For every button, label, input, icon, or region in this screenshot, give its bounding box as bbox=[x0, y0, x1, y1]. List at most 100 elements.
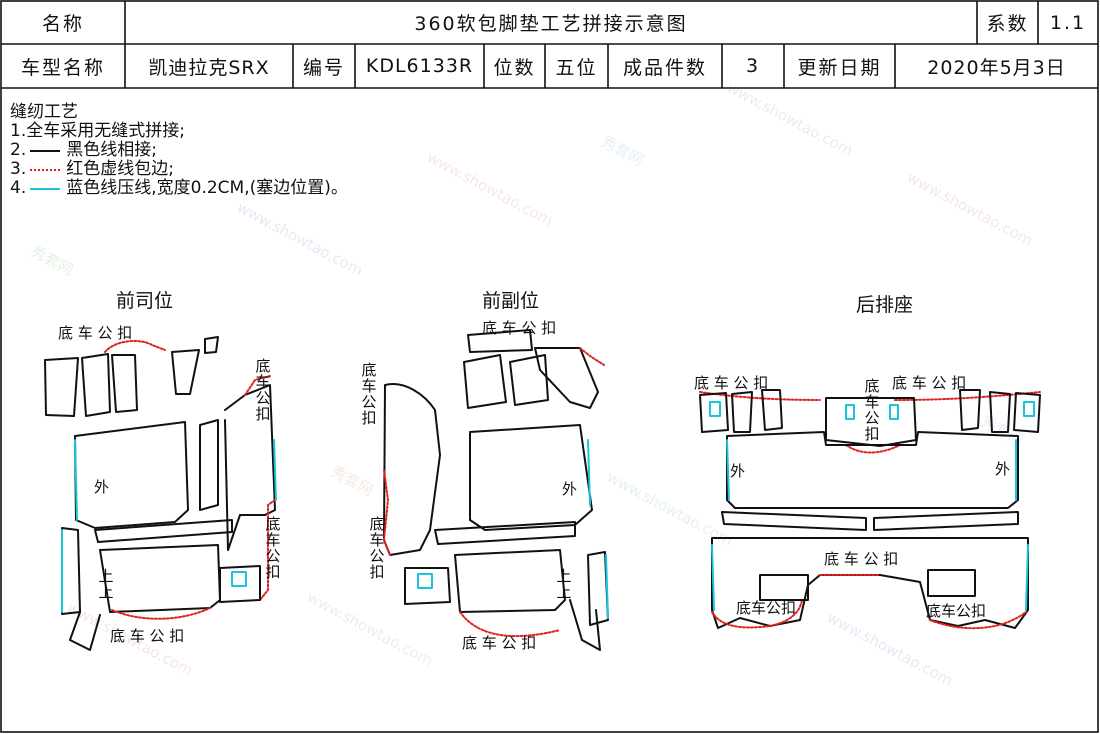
driver-piece-triangle bbox=[171, 349, 200, 395]
driver-right-lower-label: 底车公扣 bbox=[265, 515, 281, 581]
note-prefix: 4. bbox=[10, 178, 27, 198]
seat-label: 位数 bbox=[493, 56, 536, 79]
rear-main-floor bbox=[726, 431, 1019, 509]
driver-heel-bottom-red bbox=[111, 607, 211, 620]
passenger-left-pillar bbox=[383, 383, 441, 556]
rear-lower-floor bbox=[711, 537, 1029, 629]
driver-top-right-piece bbox=[204, 336, 219, 354]
rear-main-floor-left-cyan bbox=[726, 439, 730, 501]
rear-upper-right-2 bbox=[989, 391, 1011, 433]
driver-right-pillar-redtop bbox=[244, 375, 271, 396]
driver-right-pillar bbox=[224, 384, 276, 551]
driver-section-title: 前司位 bbox=[116, 290, 174, 312]
rear-outer-left-label: 外 bbox=[730, 462, 746, 480]
rear-upper-left-3 bbox=[761, 389, 783, 431]
rear-lower-left-cyan bbox=[711, 544, 715, 611]
note-prefix: 2. bbox=[10, 140, 27, 160]
passenger-top-tab bbox=[467, 329, 533, 353]
driver-heel-piece bbox=[99, 544, 221, 613]
notes-title: 缝纫工艺 bbox=[10, 102, 78, 122]
driver-bottom-label: 底 车 公 扣 bbox=[110, 627, 185, 645]
rear-cyan-insert-mid-1 bbox=[845, 404, 855, 420]
note-text: 黑色线相接; bbox=[66, 140, 157, 160]
coef-label: 系数 bbox=[986, 13, 1029, 35]
note-item: 3. 红色虚线包边; bbox=[10, 160, 348, 179]
code-label: 编号 bbox=[302, 56, 345, 79]
passenger-right-bottom bbox=[569, 599, 601, 651]
note-text: 红色虚线包边; bbox=[66, 159, 174, 179]
coef-value: 1.1 bbox=[1049, 11, 1087, 34]
passenger-left-upper-label: 底车公扣 bbox=[361, 361, 377, 427]
rear-outer-right-label: 外 bbox=[995, 460, 1011, 478]
rear-bottom-left-label: 底车公扣 bbox=[736, 599, 797, 617]
rear-upper-left-1 bbox=[699, 392, 729, 433]
rear-top-right-label: 底 车 公 扣 bbox=[892, 374, 967, 392]
count-label: 成品件数 bbox=[622, 56, 707, 79]
seat-value: 五位 bbox=[555, 56, 598, 79]
red-dotted-swatch bbox=[30, 168, 61, 171]
note-text: 蓝色线压线,宽度0.2CM,(塞边位置)。 bbox=[66, 178, 348, 198]
driver-top-label: 底 车 公 扣 bbox=[58, 324, 133, 342]
passenger-outer-label: 外 bbox=[562, 480, 578, 498]
passenger-section-title: 前副位 bbox=[482, 290, 540, 312]
rear-upper-right-3 bbox=[1013, 392, 1041, 433]
passenger-mat-pieces bbox=[383, 329, 609, 651]
rear-mat-pieces bbox=[699, 389, 1041, 630]
rear-cyan-insert-right bbox=[1023, 401, 1035, 417]
date-label: 更新日期 bbox=[797, 56, 882, 79]
rear-bottom-right-label: 底车公扣 bbox=[926, 602, 987, 620]
passenger-right-side-cyan bbox=[605, 554, 609, 619]
code-value: KDL6133R bbox=[365, 55, 474, 77]
rear-lower-bottom-right-red bbox=[929, 611, 1027, 630]
rear-bottom-mid-label: 底 车 公 扣 bbox=[824, 550, 899, 568]
driver-outer-label: 外 bbox=[94, 478, 110, 496]
passenger-left-lower-label: 底车公扣 bbox=[369, 515, 385, 581]
passenger-right-side bbox=[587, 551, 609, 626]
passenger-left-pillar-red bbox=[383, 469, 391, 556]
driver-piece-tall-2 bbox=[111, 354, 138, 413]
rear-strip-left bbox=[721, 511, 867, 531]
driver-mat-pieces bbox=[44, 336, 277, 651]
rear-lower-left-tab bbox=[759, 574, 809, 601]
passenger-upper-2 bbox=[509, 354, 549, 406]
driver-right-pillar-redside bbox=[259, 499, 276, 601]
driver-center-rail bbox=[199, 419, 219, 511]
passenger-heel-piece bbox=[454, 549, 566, 613]
driver-heel-left-bottom bbox=[69, 611, 101, 651]
driver-main-floor-left-edge bbox=[74, 439, 78, 521]
passenger-small-block bbox=[404, 567, 451, 605]
driver-main-floor bbox=[74, 421, 189, 529]
passenger-cross-strip bbox=[434, 521, 576, 545]
passenger-cyan-insert bbox=[417, 573, 433, 589]
model-value: 凯迪拉克SRX bbox=[148, 56, 270, 79]
note-item: 1. 全车采用无缝式拼接; bbox=[10, 122, 348, 141]
driver-small-block bbox=[219, 565, 261, 603]
passenger-small-label: 上上 bbox=[556, 567, 572, 601]
passenger-right-red-top bbox=[579, 347, 605, 366]
drawing-title: 360软包脚垫工艺拼接示意图 bbox=[414, 13, 688, 35]
rear-upper-left-2 bbox=[731, 391, 753, 433]
rear-lower-right-cyan bbox=[1025, 544, 1029, 611]
passenger-main-floor-right-cyan bbox=[587, 439, 591, 506]
black-line-swatch bbox=[30, 149, 61, 152]
rear-strip-right bbox=[873, 511, 1019, 531]
note-prefix: 1. bbox=[10, 121, 27, 141]
passenger-top-label: 底 车 公 扣 bbox=[482, 319, 557, 337]
rear-cyan-insert-left bbox=[709, 401, 721, 417]
driver-right-pillar-cyan bbox=[273, 439, 277, 501]
rear-upper-mid bbox=[825, 397, 917, 447]
driver-small-label: 上上 bbox=[98, 567, 114, 601]
note-prefix: 3. bbox=[10, 159, 27, 179]
driver-left-side-piece bbox=[61, 527, 81, 615]
rear-top-mid-label: 底车公扣 bbox=[864, 377, 880, 443]
rear-lower-bottom-left-red bbox=[711, 599, 803, 629]
rear-section-title: 后排座 bbox=[856, 294, 914, 316]
driver-cyan-insert bbox=[231, 571, 247, 587]
rear-lower-right-tab bbox=[927, 569, 976, 597]
rear-cyan-insert-mid-2 bbox=[889, 404, 899, 420]
rear-top-left-label: 底 车 公 扣 bbox=[694, 374, 769, 392]
driver-piece-left-strip bbox=[44, 357, 79, 417]
